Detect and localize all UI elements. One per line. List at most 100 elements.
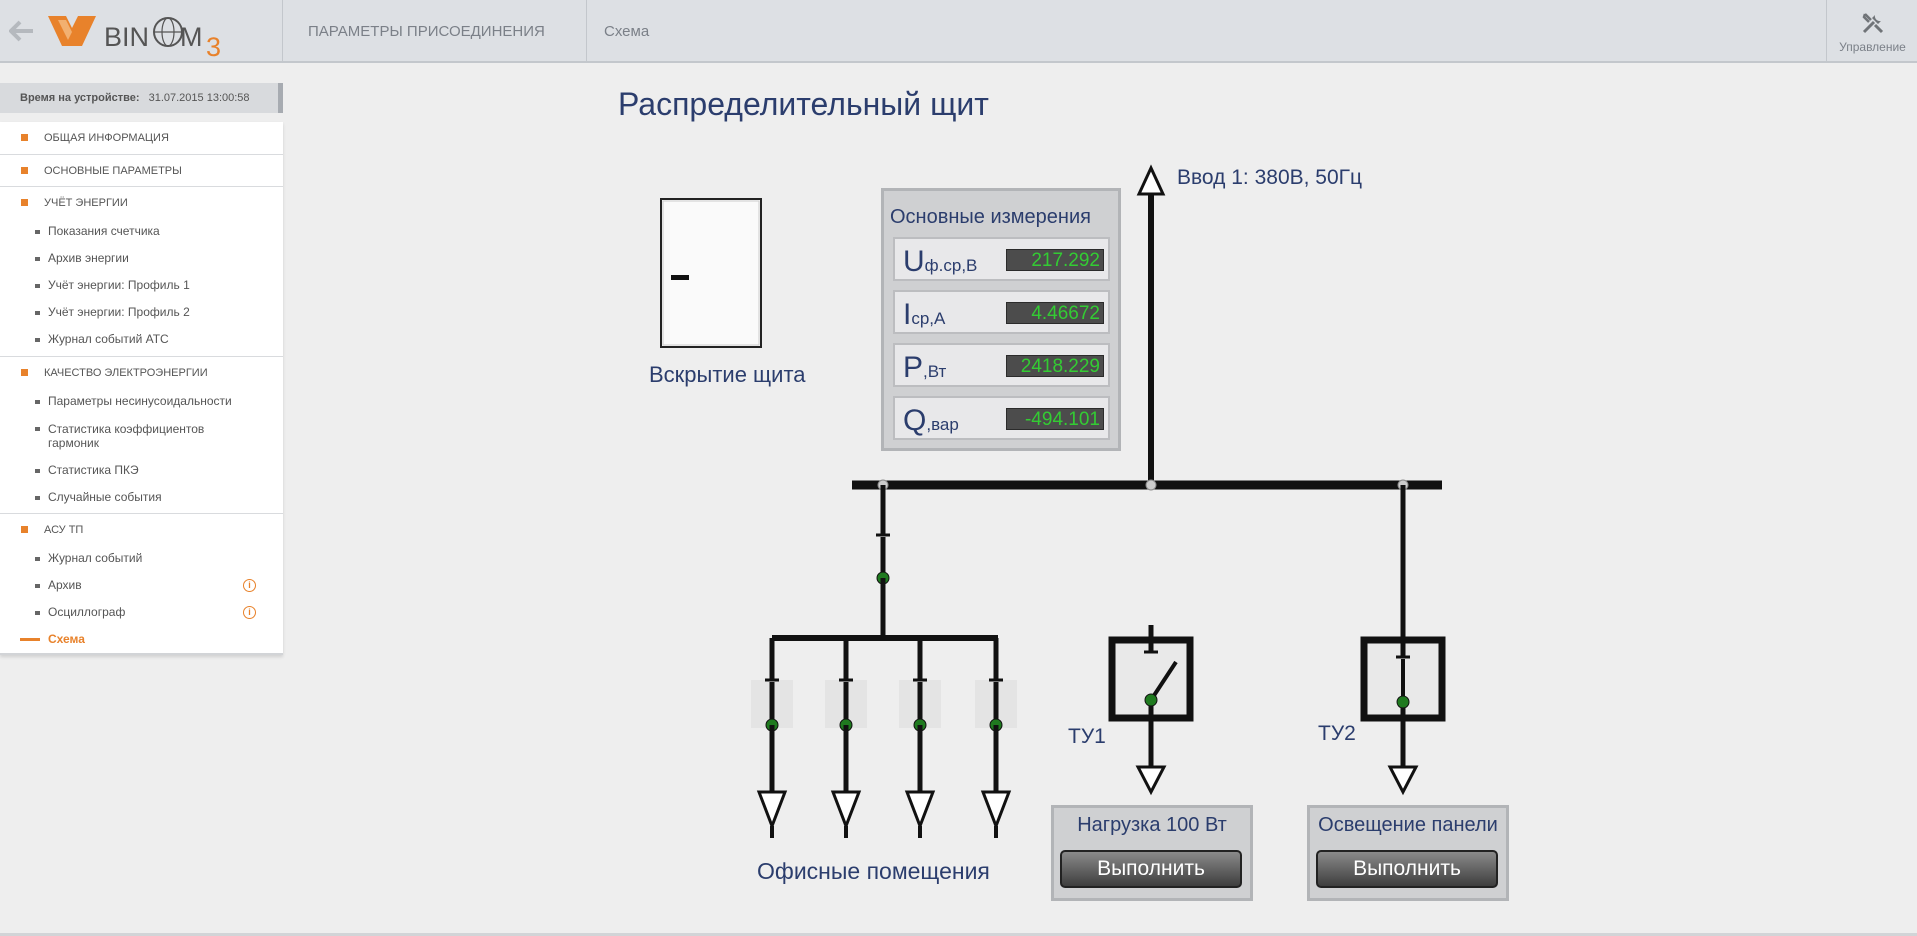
device-time-value: 31.07.2015 13:00:58 (148, 92, 250, 104)
sidebar-menu: ОБЩАЯ ИНФОРМАЦИЯ ОСНОВНЫЕ ПАРАМЕТРЫ УЧЁТ… (0, 122, 283, 655)
manage-button[interactable]: Управление (1826, 0, 1917, 63)
office-branch-4 (975, 638, 1017, 838)
sidebar-item-label: Параметры несинусоидальности (48, 394, 232, 408)
sidebar-section-main-params[interactable]: ОСНОВНЫЕ ПАРАМЕТРЫ (0, 154, 283, 186)
light-execute-button[interactable]: Выполнить (1316, 850, 1498, 888)
item-bullet-icon (35, 557, 40, 561)
svg-text:3: 3 (206, 32, 221, 58)
section-bullet-icon (21, 526, 28, 533)
tools-icon (1862, 13, 1884, 34)
tu1-label: ТУ1 (1068, 725, 1106, 748)
measurement-value: 4.46672 (1006, 302, 1104, 324)
item-bullet-icon (35, 257, 40, 261)
sidebar-item-pqe-stats[interactable]: Статистика ПКЭ (0, 457, 283, 484)
sidebar-item-random-events[interactable]: Случайные события (0, 484, 283, 511)
manage-label: Управление (1839, 40, 1906, 54)
sidebar-item-label: Осциллограф (48, 605, 126, 619)
load-control-panel: Нагрузка 100 Вт Выполнить (1051, 805, 1253, 901)
office-branch-2 (825, 638, 867, 838)
item-bullet-icon (35, 469, 40, 473)
section-bullet-icon (21, 199, 28, 206)
office-branch-1 (751, 638, 793, 838)
sidebar-item-oscillograph[interactable]: Осциллограф i (0, 599, 283, 626)
measurement-row-reactive-power: Q,вар -494.101 (893, 396, 1110, 440)
item-bullet-icon (35, 496, 40, 500)
sidebar-section-label: КАЧЕСТВО ЭЛЕКТРОЭНЕРГИИ (44, 367, 208, 379)
item-bullet-icon (35, 427, 40, 431)
top-separator (282, 0, 283, 63)
input-arrow-icon (1136, 164, 1166, 196)
sidebar-item-label: Схема (48, 632, 85, 646)
measurement-name: P,Вт (903, 351, 947, 384)
measurement-name: Q,вар (903, 404, 959, 437)
tu2-label: ТУ2 (1318, 722, 1356, 745)
device-time-label: Время на устройстве: (20, 92, 140, 104)
measurement-value: -494.101 (1006, 408, 1104, 430)
sidebar-section-acs[interactable]: АСУ ТП (0, 513, 283, 545)
light-control-panel: Освещение панели Выполнить (1307, 805, 1509, 901)
logo: BIN M 3 (46, 6, 246, 62)
measurement-row-voltage: Uф.ср,В 217.292 (893, 237, 1110, 281)
sidebar-item-nonsinusoidal-params[interactable]: Параметры несинусоидальности (0, 388, 283, 415)
input-label: Ввод 1: 380В, 50Гц (1177, 166, 1363, 189)
section-bullet-icon (21, 167, 28, 174)
device-time: Время на устройстве: 31.07.2015 13:00:58 (0, 83, 283, 113)
sidebar-item-label: Архив (48, 578, 82, 592)
sidebar-section-label: АСУ ТП (44, 524, 84, 536)
sidebar-item-label: Архив энергии (48, 251, 129, 265)
measurement-value: 2418.229 (1006, 355, 1104, 377)
top-separator (586, 0, 587, 63)
sidebar-section-general-info[interactable]: ОБЩАЯ ИНФОРМАЦИЯ (0, 122, 283, 154)
measurement-name: Iср,А (903, 298, 946, 331)
sidebar-item-meter-readings[interactable]: Показания счетчика (0, 218, 283, 245)
sidebar-section-energy-accounting[interactable]: УЧЁТ ЭНЕРГИИ (0, 186, 283, 218)
sidebar-item-label: Учёт энергии: Профиль 1 (48, 278, 190, 292)
measurements-title: Основные измерения (890, 206, 1091, 228)
svg-text:BIN: BIN (104, 22, 149, 52)
load-execute-button[interactable]: Выполнить (1060, 850, 1242, 888)
cabinet-open-label: Вскрытие щита (649, 362, 806, 387)
info-icon[interactable]: i (243, 606, 256, 619)
top-bar: BIN M 3 ПАРАМЕТРЫ ПРИСОЕДИНЕНИЯ Схема Уп… (0, 0, 1917, 63)
sidebar-item-energy-archive[interactable]: Архив энергии (0, 245, 283, 272)
nav-connection-params[interactable]: ПАРАМЕТРЫ ПРИСОЕДИНЕНИЯ (308, 23, 545, 40)
cabinet-door-icon[interactable] (658, 196, 764, 350)
sidebar-item-label: Журнал событий АТС (48, 332, 169, 346)
back-arrow-icon (9, 20, 33, 42)
measurement-row-current: Iср,А 4.46672 (893, 290, 1110, 334)
sidebar-section-label: УЧЁТ ЭНЕРГИИ (44, 197, 128, 209)
sidebar-item-ats-event-log[interactable]: Журнал событий АТС (0, 326, 283, 353)
sidebar-section-label: ОБЩАЯ ИНФОРМАЦИЯ (44, 132, 169, 144)
section-bullet-icon (21, 369, 28, 376)
sidebar-item-label: Случайные события (48, 490, 162, 504)
measurement-name: Uф.ср,В (903, 245, 978, 278)
item-bullet-icon (35, 284, 40, 288)
sidebar-item-scheme[interactable]: Схема (0, 626, 283, 653)
active-marker (20, 638, 40, 641)
sidebar-section-power-quality[interactable]: КАЧЕСТВО ЭЛЕКТРОЭНЕРГИИ (0, 356, 283, 388)
measurements-panel: Основные измерения Uф.ср,В 217.292 Iср,А… (881, 188, 1121, 451)
light-label: Освещение панели (1318, 814, 1498, 836)
page-title: Распределительный щит (618, 86, 989, 122)
sidebar-item-label: Журнал событий (48, 551, 143, 565)
sidebar-item-event-log[interactable]: Журнал событий (0, 545, 283, 572)
measurement-value: 217.292 (1006, 249, 1104, 271)
back-button[interactable] (6, 16, 38, 46)
measurement-row-active-power: P,Вт 2418.229 (893, 343, 1110, 387)
sidebar-item-harmonic-stats[interactable]: Статистика коэффициентов гармоник (0, 415, 283, 457)
info-icon[interactable]: i (243, 579, 256, 592)
sidebar-item-energy-profile-1[interactable]: Учёт энергии: Профиль 1 (0, 272, 283, 299)
bottom-border (0, 933, 1917, 936)
load-label: Нагрузка 100 Вт (1077, 814, 1227, 836)
sidebar-item-archive[interactable]: Архив i (0, 572, 283, 599)
sidebar-item-label: Показания счетчика (48, 224, 160, 238)
single-line-diagram (751, 164, 1446, 838)
nav-scheme[interactable]: Схема (604, 23, 650, 40)
sidebar: Время на устройстве: 31.07.2015 13:00:58… (0, 65, 283, 936)
sidebar-item-label: Учёт энергии: Профиль 2 (48, 305, 190, 319)
office-label: Офисные помещения (757, 858, 990, 884)
sidebar-item-energy-profile-2[interactable]: Учёт энергии: Профиль 2 (0, 299, 283, 326)
item-bullet-icon (35, 338, 40, 342)
office-branch-3 (899, 638, 941, 838)
